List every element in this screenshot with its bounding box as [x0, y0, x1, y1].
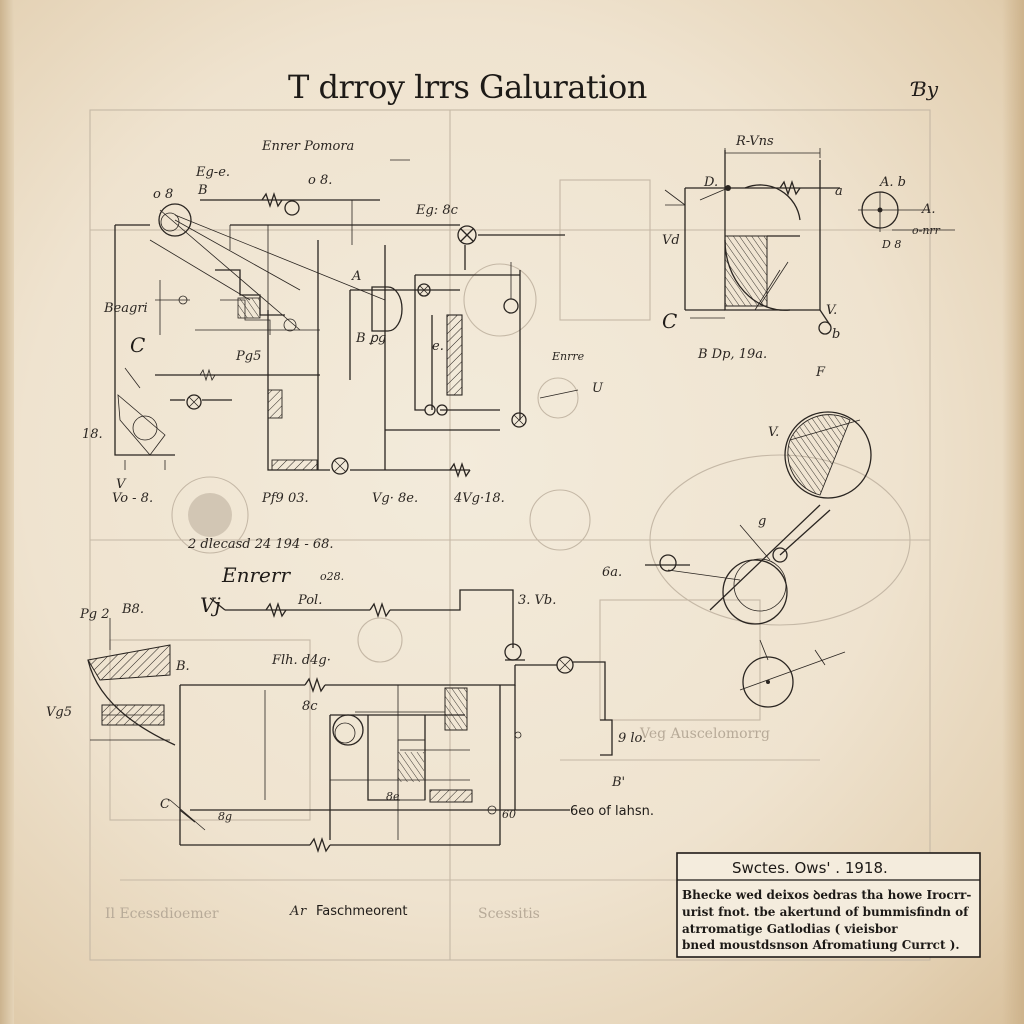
label-u: U — [592, 381, 604, 396]
label-a-r: a — [835, 184, 843, 199]
label-vg8e: Vg· 8e. — [372, 491, 418, 506]
label-eg: Eg-e. — [195, 165, 230, 180]
label-vjr: Vj — [200, 593, 221, 617]
label-pg5: Pg5 — [235, 349, 261, 364]
label-enre: Enrre — [551, 350, 585, 363]
caption-box-line-4: bned moustdsnson Afromatiung Currct ). — [682, 938, 960, 952]
label-v-circle: V. — [768, 425, 779, 440]
lower-schematic: 2 dlecasd 24 194 - 68. Enrerr o28. — [46, 537, 654, 854]
right-linkage-diagram: F V. g 6a. — [602, 365, 872, 708]
label-enrerr: Enrerr — [221, 563, 291, 587]
label-a-right: A. — [921, 202, 936, 217]
label-bb: B. — [175, 659, 190, 674]
lamp-symbol — [186, 394, 202, 410]
lamp-symbol — [556, 656, 574, 674]
label-vg5: Vg5 — [46, 705, 72, 720]
label-o28: o28. — [320, 570, 344, 583]
lamp-symbol — [331, 457, 349, 475]
label-e-center: e. — [432, 339, 444, 354]
upper-right-schematic: R-Vns D. a Vd C V. b A. b A. D 8 — [662, 134, 955, 362]
label-eg8c: Eg: 8c — [415, 203, 459, 218]
caption-box-line-2: urist fnot. tbe akertund of bummisfindn … — [682, 905, 969, 919]
label-ab: A. b — [879, 175, 906, 190]
label-flh: Flh. d4g· — [271, 653, 331, 668]
lamp-symbol — [457, 225, 477, 245]
label-b8-left: B8. — [121, 602, 144, 617]
label-bpg: B ꝑg — [355, 331, 386, 346]
label-d: D. — [703, 175, 718, 190]
label-c: C — [130, 333, 145, 357]
label-beagri: Beagri — [103, 301, 148, 316]
label-pol: Pol. — [297, 593, 322, 608]
label-v-r: V. — [826, 303, 837, 318]
footer-r: r — [300, 904, 307, 919]
caption-line-1: 2 dlecasd 24 194 - 68. — [187, 537, 334, 552]
label-3vb: 3. Vb. — [518, 593, 556, 608]
caption-box: Swctes. Ows' . 1918. Bhecke wed deixos ꝺ… — [676, 852, 981, 958]
caption-box-title: Swctes. Ows' . 1918. — [732, 859, 888, 877]
label-b-r: b — [832, 327, 840, 342]
caption-box-line-1: Bhecke wed deixos ꝺedras tha howe Irocrr… — [682, 888, 971, 902]
label-c-r: C — [662, 309, 677, 333]
label-pg: Pg 2 — [79, 607, 109, 622]
label-d8: D 8 — [881, 238, 901, 251]
upper-right-top-label: R-Vns — [735, 134, 774, 149]
label-8c: 8c — [302, 699, 318, 714]
label-c-left: C — [160, 797, 170, 812]
ghost-text-2: Scessitis — [478, 906, 540, 922]
ghost-sketches: Il Ecessdioemer Scessitis Veg Auscelomor… — [89, 109, 931, 961]
label-v: V — [116, 477, 127, 492]
corner-mark: Ɓy — [910, 77, 939, 101]
label-8g: 8g — [218, 810, 232, 823]
label-of-lahsn: 6eo of lahsn. — [570, 804, 654, 819]
label-9lo: 9 lo. — [618, 731, 646, 746]
page-title: T drroy lrrs Galuration — [288, 68, 647, 106]
label-f: F — [815, 365, 826, 380]
label-a1: A — [351, 269, 361, 284]
label-4vg18: 4Vg·18. — [453, 491, 505, 506]
label-6a: 6a. — [602, 565, 622, 580]
ghost-text-1: Il Ecessdioemer — [105, 906, 219, 922]
label-g: g — [758, 514, 766, 529]
label-60: 60 — [502, 808, 516, 821]
lamp-symbol — [417, 283, 431, 297]
label-o8b: o 8. — [308, 173, 332, 188]
caption-box-line-3: atrromatige Gatlodias ( vieisbor — [682, 922, 898, 936]
label-b: B — [197, 183, 208, 198]
label-nrr: o-nrr — [912, 224, 941, 237]
upper-left-schematic: Enrer Pomora Eg-e. o 8 B o 8. Eg: 8c — [82, 139, 604, 506]
upper-left-header: Enrer Pomora — [261, 139, 354, 154]
label-pf03: Pf9 03. — [261, 491, 309, 506]
label-bdp: B Dp, 19a. — [697, 347, 767, 362]
lamp-symbol — [511, 412, 527, 428]
label-8e: 8e — [386, 790, 400, 803]
label-18: 18. — [82, 427, 103, 442]
ghost-text-3: Veg Auscelomorrg — [639, 726, 770, 742]
label-vo8: Vo - 8. — [112, 491, 153, 506]
footer-a: A — [289, 904, 299, 919]
label-e-b: B' — [611, 775, 625, 790]
label-o8: o 8 — [153, 187, 173, 202]
footer-label: Faschmeorent — [316, 904, 407, 919]
label-vd: Vd — [662, 233, 680, 248]
